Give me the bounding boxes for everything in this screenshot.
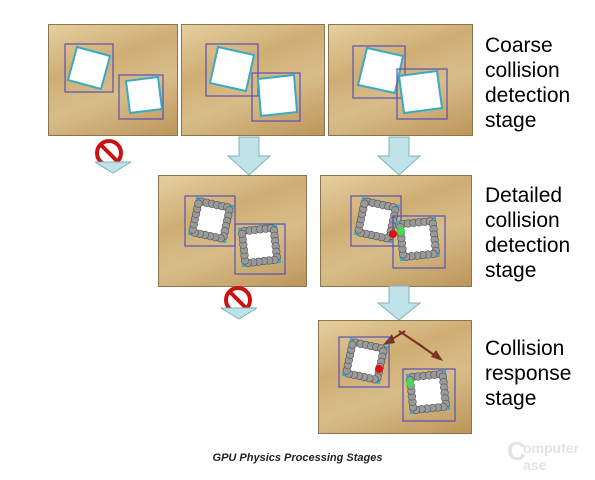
down-arrow-icon xyxy=(227,136,271,176)
coarse-panel-1 xyxy=(48,24,178,136)
rigid-box xyxy=(124,75,164,115)
particle xyxy=(238,229,247,239)
contact-particle-green xyxy=(406,379,414,387)
motion-arrow-head xyxy=(431,350,443,361)
particle xyxy=(194,199,203,208)
down-arrow-icon xyxy=(377,136,421,176)
bounding-box xyxy=(234,223,286,275)
bounding-box xyxy=(118,74,164,120)
rigid-box xyxy=(256,73,299,118)
computerbase-watermark: C omputer ase xyxy=(507,436,580,473)
stage-label-coarse: Coarse collision detection stage xyxy=(485,34,571,132)
rigid-box xyxy=(397,69,444,115)
rigid-box xyxy=(66,45,112,91)
bounding-box xyxy=(184,195,236,247)
bounding-box xyxy=(205,43,259,97)
down-arrow-icon xyxy=(377,285,421,321)
stage-label-detailed: Detailed collision detection stage xyxy=(485,184,571,282)
stage-label-response: Collision response stage xyxy=(485,337,572,410)
bounding-box xyxy=(64,43,114,93)
svg-text:ase: ase xyxy=(523,457,547,473)
coarse-panel-2 xyxy=(181,24,325,136)
contact-particle-red xyxy=(389,230,397,238)
rigid-box xyxy=(208,45,256,93)
bounding-box xyxy=(396,68,448,120)
svg-text:C: C xyxy=(507,436,526,466)
contact-particle-red xyxy=(375,365,383,373)
bounding-box xyxy=(338,336,390,388)
down-arrow-icon xyxy=(221,307,257,320)
particle-ring xyxy=(354,197,400,243)
bounding-box xyxy=(251,72,301,122)
figure-caption: GPU Physics Processing Stages xyxy=(212,452,383,464)
detailed-panel-2 xyxy=(320,175,472,287)
detailed-panel-1 xyxy=(158,175,307,287)
response-panel xyxy=(318,320,472,434)
bounding-box xyxy=(402,368,456,422)
down-arrow-icon xyxy=(95,161,131,174)
particle-ring xyxy=(342,338,388,384)
rigid-box xyxy=(356,46,405,95)
coarse-panel-3 xyxy=(328,24,473,136)
particle-ring xyxy=(238,224,281,267)
particle-ring xyxy=(406,370,450,414)
particle xyxy=(360,199,369,208)
no-entry-icon xyxy=(95,139,123,167)
particle-ring xyxy=(188,197,234,243)
bounding-box xyxy=(352,45,406,99)
particle xyxy=(348,340,357,349)
bounding-box xyxy=(392,215,446,269)
svg-text:omputer: omputer xyxy=(523,440,580,456)
contact-particle-green xyxy=(397,227,405,235)
